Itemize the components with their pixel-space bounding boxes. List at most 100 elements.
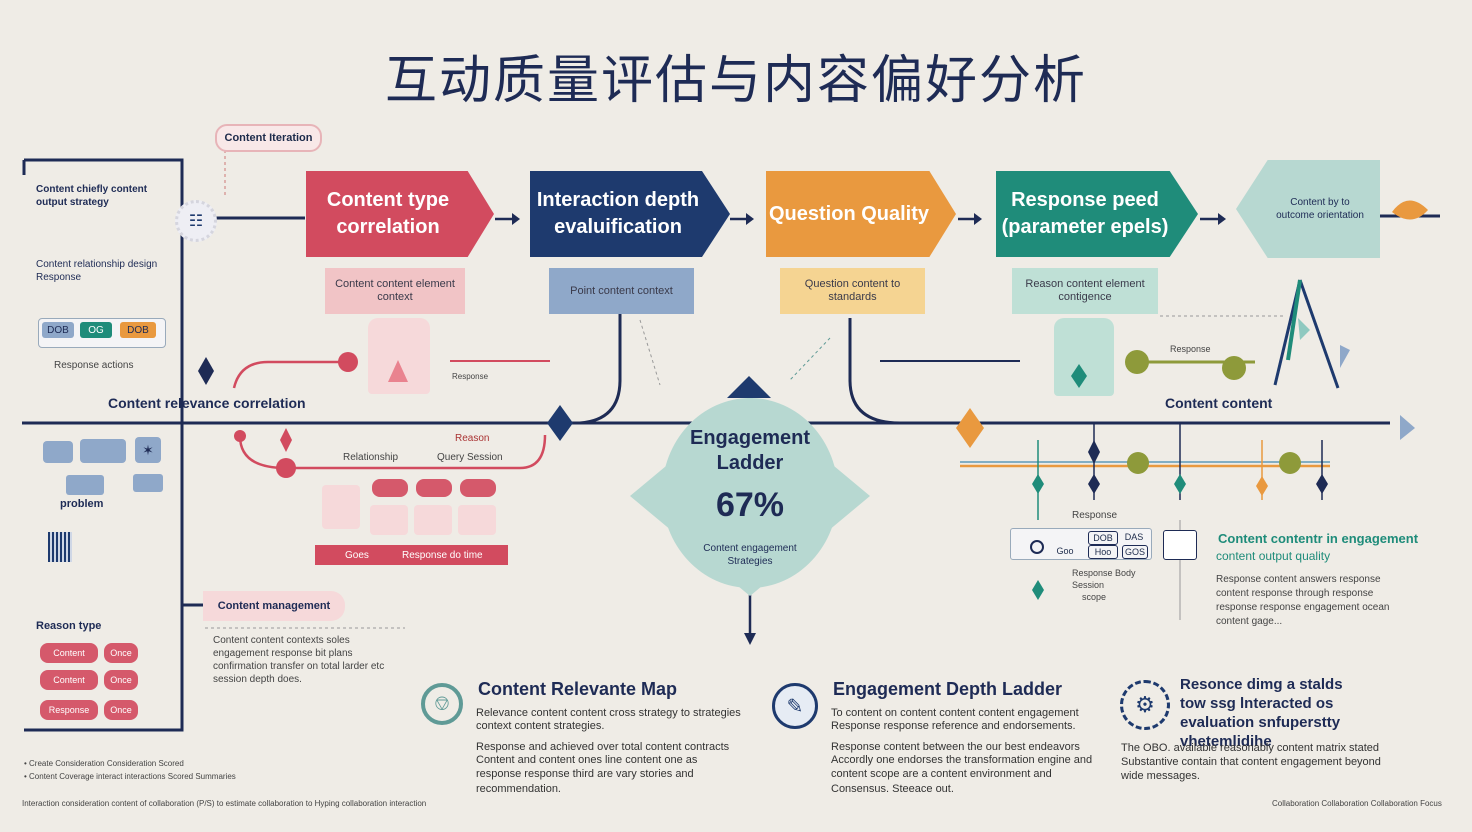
step-sub-3: Question content to standards	[780, 268, 925, 314]
problem-label: problem	[60, 498, 104, 510]
section-1-line-7: recommendation.	[476, 783, 561, 795]
step-sub-1: Content content element context	[325, 268, 465, 314]
section-3-icon: ⚙	[1120, 680, 1170, 730]
relevance-correlation-label: Content relevance correlation	[108, 395, 306, 411]
barcode-icon	[48, 532, 72, 562]
section-1-icon: ⎊	[421, 683, 463, 725]
step-interaction-depth: Interaction depth evaluification	[530, 171, 730, 257]
content-management-line-4: session depth does.	[213, 674, 302, 685]
gear-icon: ☷	[175, 200, 217, 242]
pill-1: Content	[40, 643, 98, 663]
chat-bubble-icon	[43, 441, 73, 463]
content-management-line-1: Content content contexts soles	[213, 635, 350, 646]
arrow-up-icon	[388, 360, 408, 382]
chip-3: DOB	[120, 322, 156, 338]
relationship-label: Relationship	[343, 452, 399, 463]
right-response-label: Response	[1072, 510, 1118, 521]
section-1-line-5: Content and content ones line content on…	[476, 754, 698, 766]
chip-caption: Response actions	[54, 360, 134, 371]
figure-icon-1	[322, 485, 360, 529]
section-2-line-5: Accordly one endorses the transformation…	[831, 754, 1093, 766]
jar-shape-teal	[1054, 318, 1114, 396]
ladder-title: Engagement Ladder	[689, 427, 811, 474]
right-text-2: content response through response	[1216, 588, 1374, 599]
reason-label: Reason	[455, 433, 490, 444]
right-box-1: DOB	[1088, 531, 1118, 545]
dial-icon	[1030, 540, 1044, 554]
figure-icon-3	[414, 505, 452, 535]
chip-2: OG	[80, 322, 112, 338]
step-sub-2: Point content context	[549, 268, 694, 314]
step-label: Question Quality	[768, 202, 930, 225]
step-label: Response peed (parameter epels)	[1001, 189, 1169, 238]
footnote-2-text: Content Coverage interact interactions S…	[29, 772, 236, 781]
step-label: Interaction depth evaluification	[536, 189, 700, 238]
page-title: 互动质量评估与内容偏好分析	[384, 51, 1087, 111]
step-question-quality: Question Quality	[766, 171, 956, 257]
content-management-line-2: engagement response bit plans	[213, 648, 353, 659]
section-1-line-4: Response and achieved over total content…	[476, 741, 730, 753]
card-icon	[66, 475, 104, 495]
left-panel-heading: Content chiefly content output strategy	[36, 184, 148, 208]
response-bar-left: Goes	[345, 550, 369, 561]
pill-6: Once	[104, 700, 138, 720]
right-box-3: Goo	[1056, 546, 1074, 556]
right-box-4: Hoo	[1088, 545, 1118, 559]
content-management-label: Content management	[217, 599, 331, 612]
section-2-title: Engagement Depth Ladder	[833, 679, 1063, 699]
right-subheading: content output quality	[1216, 549, 1331, 563]
content-content-label: Content content	[1165, 395, 1273, 411]
card-icon-right	[1163, 530, 1197, 560]
section-1-line-6: response response third are vary stories…	[476, 768, 694, 780]
figure-icon-2	[370, 505, 408, 535]
reason-type-label: Reason type	[36, 620, 102, 632]
step-sub-4: Reason content element contigence	[1012, 268, 1158, 314]
right-text-1: Response content answers response	[1216, 574, 1381, 585]
content-management-tag: Content management	[203, 591, 345, 621]
right-box-5: GOS	[1122, 545, 1148, 559]
section-3-line-1: The OBO. available reasonably content ma…	[1121, 742, 1380, 754]
section-3-title: Resonce dimg a stalds tow ssg lnteracted…	[1180, 676, 1343, 750]
footnote-1-text: Create Consideration Consideration Score…	[29, 759, 184, 768]
footer-right: Collaboration Collaboration Collaboratio…	[1272, 799, 1442, 808]
ladder-circle	[662, 398, 838, 588]
query-session-label: Query Session	[437, 452, 503, 463]
pill-4: Once	[104, 670, 138, 690]
right-box-2: DAS	[1124, 532, 1144, 542]
mid-pill-2	[416, 479, 452, 497]
left-panel-subheading: Content relationship design Response	[36, 259, 158, 283]
section-1-title: Content Relevante Map	[478, 679, 678, 699]
list-icon	[133, 474, 163, 492]
ladder-caption: Content engagement Strategies	[703, 543, 797, 567]
section-3-line-2: Substantive contain that content engagem…	[1121, 756, 1381, 768]
right-text-3: response response engagement ocean	[1216, 602, 1390, 613]
figure-icon-4	[458, 505, 496, 535]
step-label: Content type correlation	[326, 189, 450, 238]
section-2-line-6: content scope are a content environment …	[831, 768, 1052, 780]
right-caption-1: Response Body	[1072, 568, 1136, 578]
footer-left: Interaction consideration content of col…	[22, 799, 427, 808]
pill-3: Content	[40, 670, 98, 690]
step-response-speed: Response peed (parameter epels)	[996, 171, 1198, 257]
ladder-top-marker	[727, 376, 771, 398]
section-3-line-3: wide messages.	[1121, 770, 1200, 782]
mid-pill-3	[460, 479, 496, 497]
ladder-value: 67%	[715, 486, 785, 524]
content-management-line-3: confirmation transfer on total larder et…	[213, 661, 385, 672]
right-caption-2: Session	[1072, 580, 1105, 590]
section-1-line-2: context content strategies.	[476, 720, 605, 732]
response-bar	[315, 545, 508, 565]
network-icon: ✶	[135, 437, 161, 463]
section-1-line-1: Relevance content content cross strategy…	[476, 707, 741, 719]
chip-1: DOB	[42, 322, 74, 338]
response-label-right: Response	[1170, 344, 1211, 354]
content-iteration-tag: Content Iteration	[215, 124, 322, 152]
response-line-label: Response	[452, 372, 489, 381]
step-content-type-correlation: Content type correlation	[306, 171, 494, 257]
pill-5: Response	[40, 700, 98, 720]
step-content-orientation: Content by to outcome orientation	[1236, 160, 1380, 258]
right-heading: Content contentr in engagement	[1218, 531, 1419, 546]
section-2-line-1: To content on content content content en…	[831, 707, 1079, 719]
section-2-line-2: Response response reference and endorsem…	[831, 720, 1076, 732]
right-text-4: content gage...	[1216, 616, 1283, 627]
